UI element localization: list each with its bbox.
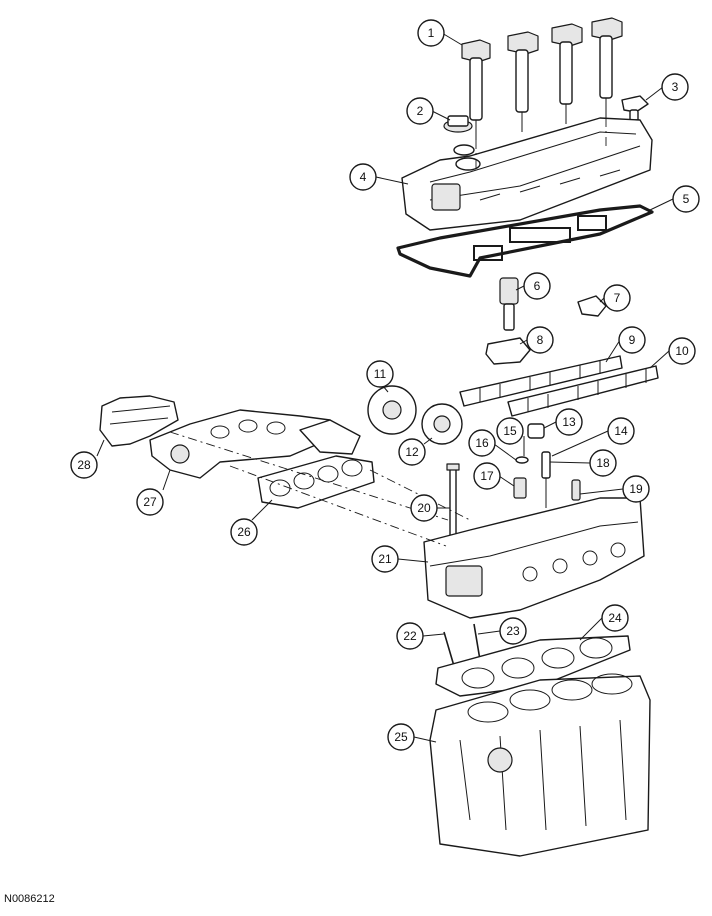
solenoid-bracket <box>485 337 531 365</box>
exhaust-camshaft <box>507 365 659 417</box>
callout-6: 6 <box>523 272 551 300</box>
callout-8: 8 <box>526 326 554 354</box>
svg-text:27: 27 <box>143 495 157 509</box>
svg-text:19: 19 <box>629 482 643 496</box>
svg-text:16: 16 <box>475 436 489 450</box>
callout-5: 5 <box>672 185 700 213</box>
svg-text:13: 13 <box>562 415 576 429</box>
svg-text:4: 4 <box>360 170 367 184</box>
valve-spring <box>513 477 527 499</box>
tappet <box>527 423 545 439</box>
exhaust-manifold-gasket <box>257 455 375 509</box>
variable-cam-timing-unit <box>421 403 463 445</box>
camshaft-sprocket <box>367 385 417 435</box>
alignment-lines <box>169 118 607 547</box>
valve-cover-gasket <box>396 204 654 278</box>
callout-1: 1 <box>417 19 445 47</box>
callout-17: 17 <box>473 462 501 490</box>
callout-4: 4 <box>349 163 377 191</box>
svg-text:25: 25 <box>394 730 408 744</box>
callout-21: 21 <box>371 545 399 573</box>
svg-text:8: 8 <box>537 333 544 347</box>
valve-cover <box>401 117 653 231</box>
svg-text:17: 17 <box>480 469 494 483</box>
svg-text:22: 22 <box>403 629 417 643</box>
svg-text:14: 14 <box>614 424 628 438</box>
spark-plug <box>571 479 581 501</box>
callout-27: 27 <box>136 488 164 516</box>
callout-15: 15 <box>496 417 524 445</box>
svg-text:10: 10 <box>675 344 689 358</box>
ignition-coil <box>507 31 539 132</box>
callout-24: 24 <box>601 604 629 632</box>
cylinder-head <box>423 497 645 619</box>
svg-text:11: 11 <box>374 367 387 381</box>
ignition-coil <box>461 39 491 140</box>
svg-text:23: 23 <box>506 624 520 638</box>
svg-text:6: 6 <box>534 279 541 293</box>
callout-12: 12 <box>398 438 426 466</box>
svg-text:26: 26 <box>237 525 251 539</box>
callout-11: 11 <box>366 360 394 388</box>
callout-10: 10 <box>668 337 696 365</box>
callout-19: 19 <box>622 475 650 503</box>
cylinder-head-bolt <box>446 463 460 539</box>
oil-filler-cap <box>443 115 475 156</box>
ignition-coils <box>461 17 623 140</box>
callouts: 1 2 3 4 5 6 7 8 9 10 11 12 13 14 15 16 1… <box>70 19 700 751</box>
svg-text:2: 2 <box>417 104 424 118</box>
valve-spring-retainer <box>515 456 529 464</box>
svg-text:20: 20 <box>417 501 431 515</box>
leader-lines <box>96 32 674 743</box>
svg-text:24: 24 <box>608 611 622 625</box>
callout-23: 23 <box>499 617 527 645</box>
callout-3: 3 <box>661 73 689 101</box>
svg-text:7: 7 <box>614 291 621 305</box>
fuel-injector <box>541 451 551 508</box>
callout-9: 9 <box>618 326 646 354</box>
camshaft-bearing-cap <box>577 295 607 317</box>
callout-2: 2 <box>406 97 434 125</box>
callout-20: 20 <box>410 494 438 522</box>
exhaust-manifold <box>149 409 361 479</box>
svg-text:15: 15 <box>503 424 517 438</box>
figure-id-label: N0086212 <box>4 893 55 905</box>
callout-25: 25 <box>387 723 415 751</box>
callout-16: 16 <box>468 429 496 457</box>
svg-text:3: 3 <box>672 80 679 94</box>
callout-28: 28 <box>70 451 98 479</box>
callout-18: 18 <box>589 449 617 477</box>
svg-text:5: 5 <box>683 192 690 206</box>
intake-camshaft <box>459 355 623 407</box>
cylinder-head-gasket <box>435 635 631 697</box>
ignition-coil <box>551 23 583 124</box>
oil-control-solenoid <box>499 277 519 331</box>
exhaust-heat-shield <box>99 395 179 447</box>
svg-text:18: 18 <box>596 456 610 470</box>
cylinder-block <box>429 673 651 857</box>
callout-22: 22 <box>396 622 424 650</box>
svg-text:1: 1 <box>428 26 435 40</box>
svg-text:21: 21 <box>378 552 392 566</box>
callout-13: 13 <box>555 408 583 436</box>
callout-26: 26 <box>230 518 258 546</box>
ignition-coil <box>591 17 623 118</box>
svg-text:12: 12 <box>405 445 419 459</box>
svg-text:9: 9 <box>629 333 636 347</box>
callout-14: 14 <box>607 417 635 445</box>
callout-7: 7 <box>603 284 631 312</box>
svg-text:28: 28 <box>77 458 91 472</box>
